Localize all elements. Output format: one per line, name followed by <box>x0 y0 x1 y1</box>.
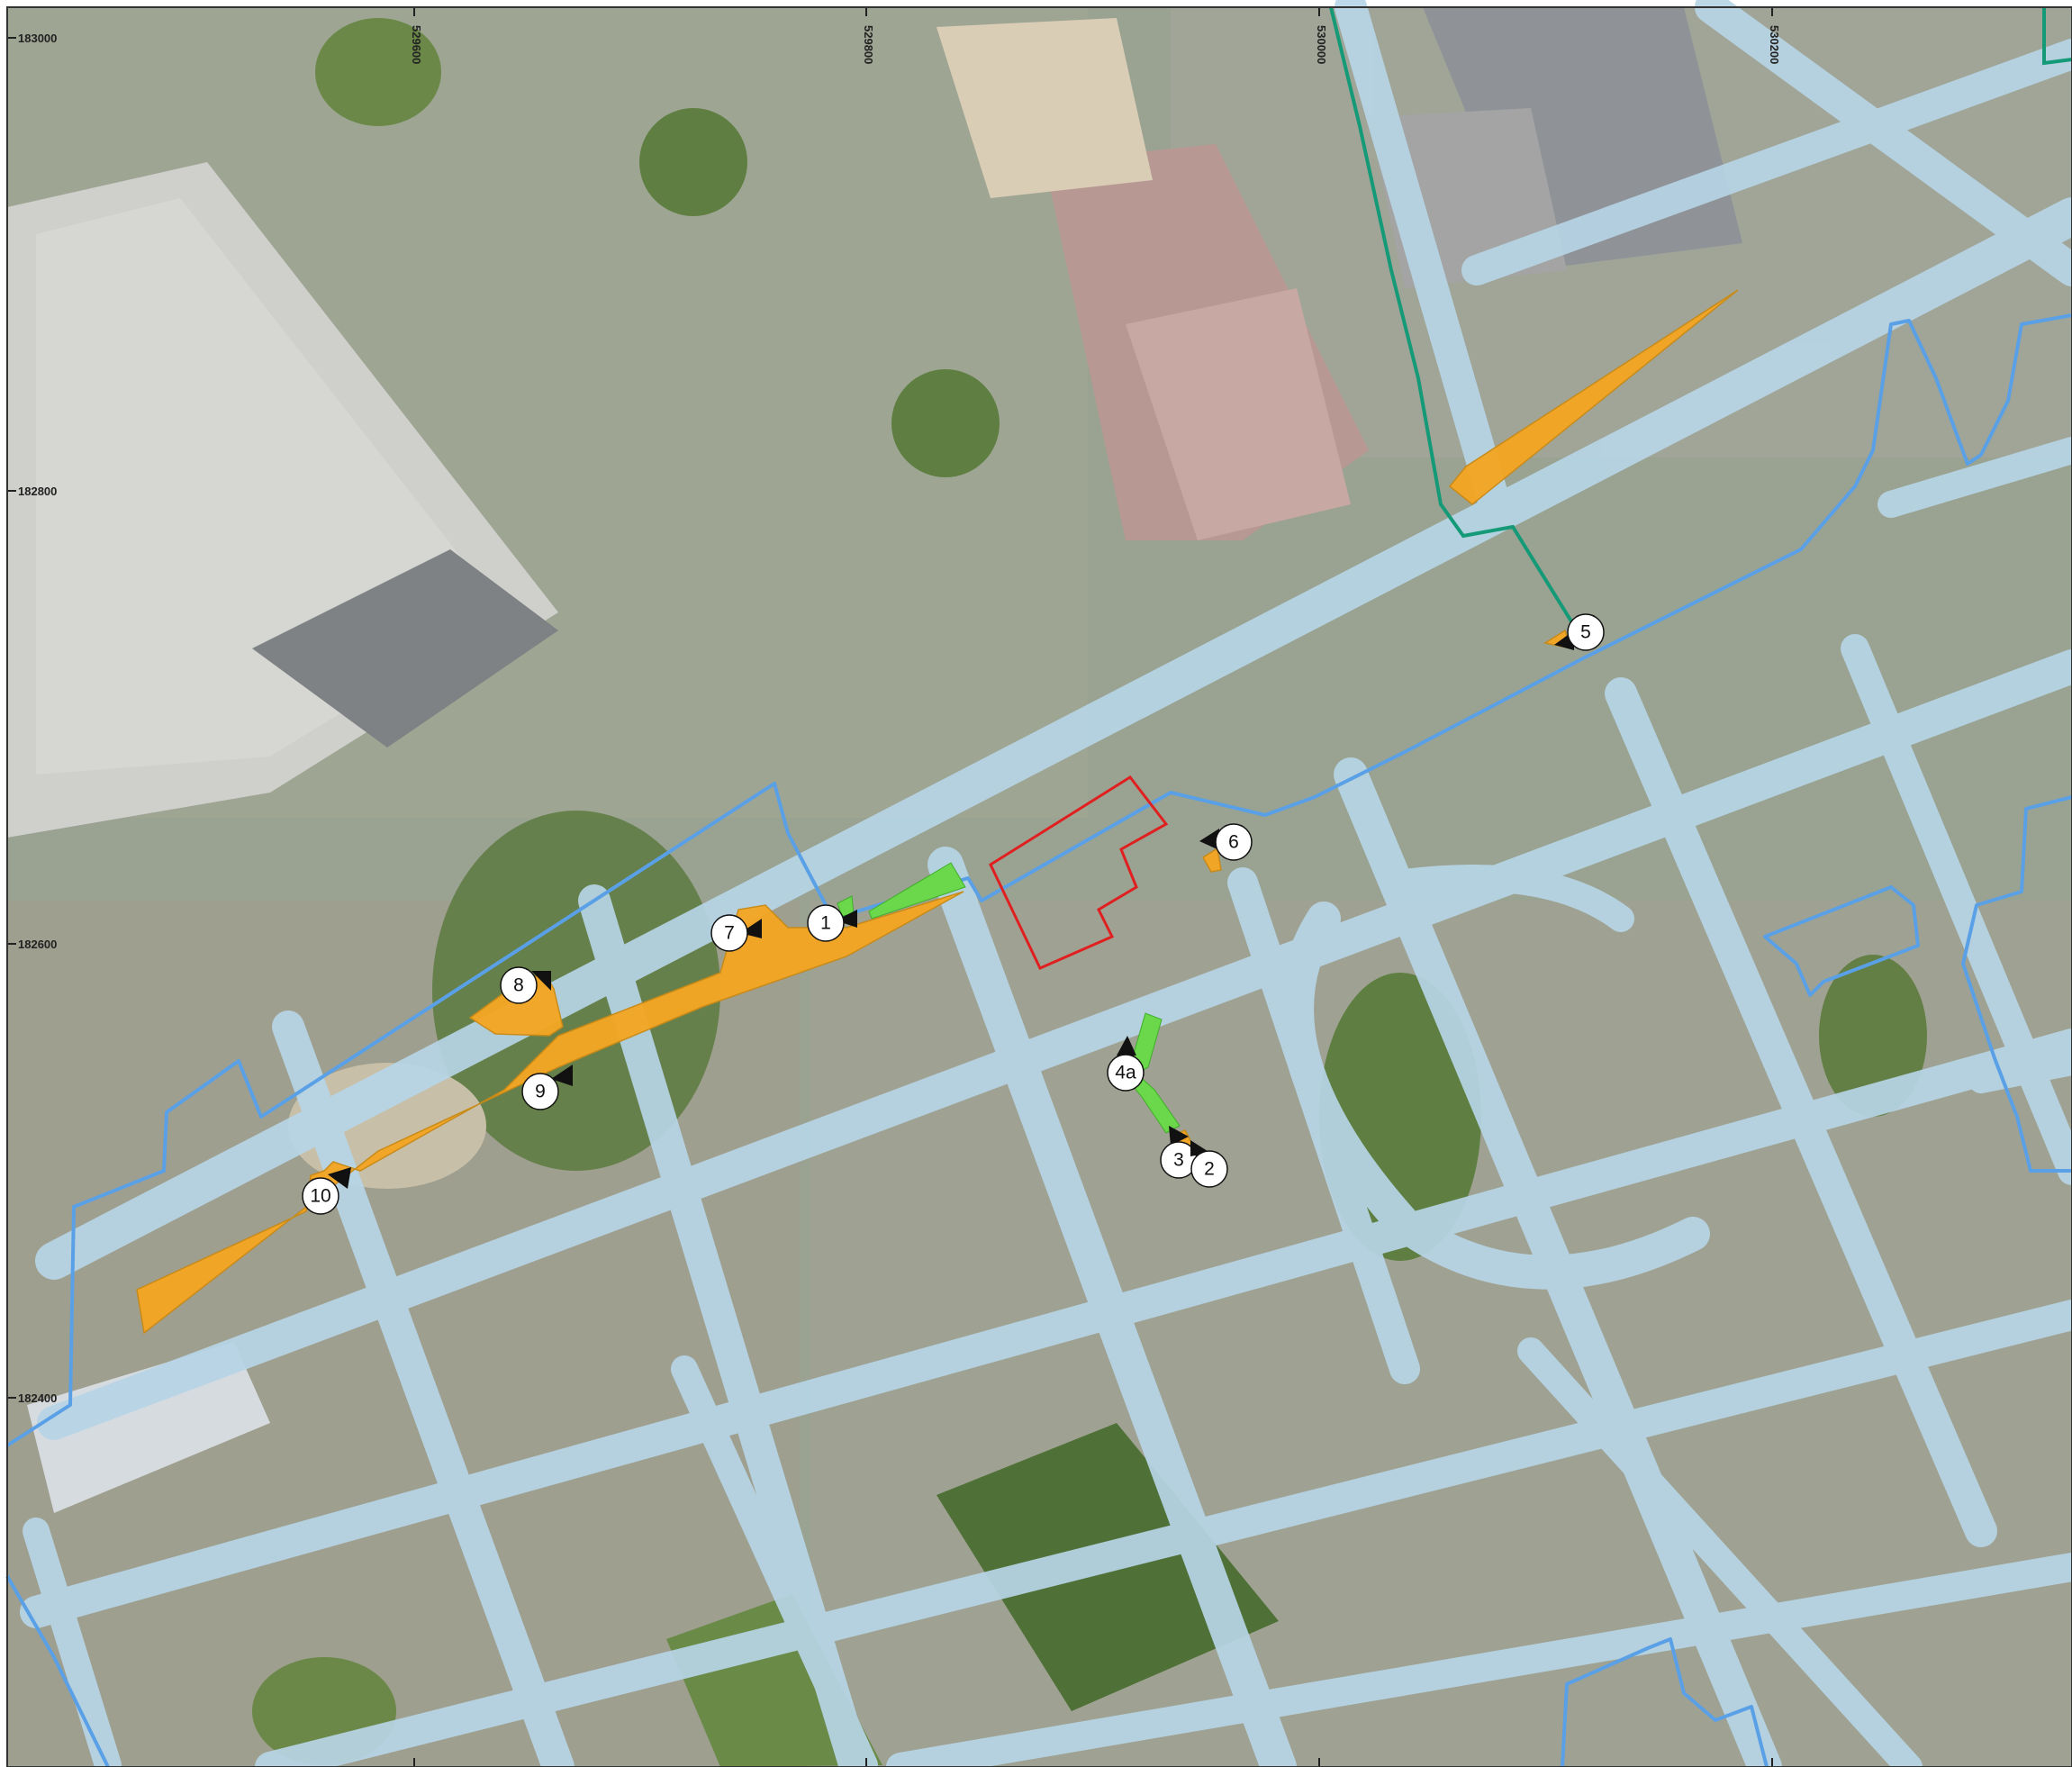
green-zones <box>837 862 1181 1134</box>
easting-label: 529600 <box>410 25 423 64</box>
viewpoint-2-label: 2 <box>1204 1159 1215 1180</box>
viewpoint-4a[interactable]: 4a <box>1107 1036 1145 1092</box>
aerial-imagery <box>7 7 2072 1767</box>
viewpoint-1[interactable]: 1 <box>807 904 857 942</box>
map-border <box>6 6 2072 1767</box>
grid-labels: 529600 529800 530000 530200 183000 18280… <box>18 25 1781 1405</box>
viewpoint-5-label: 5 <box>1580 622 1591 643</box>
viewpoint-10-label: 10 <box>310 1186 330 1207</box>
easting-label: 530200 <box>1768 25 1781 64</box>
northing-label: 182600 <box>18 938 57 951</box>
viewpoint-6[interactable]: 6 <box>1199 823 1253 861</box>
viewpoint-1-label: 1 <box>820 913 831 934</box>
viewpoint-5[interactable]: 5 <box>1554 613 1605 651</box>
viewpoint-7-label: 7 <box>724 923 735 944</box>
easting-label: 530000 <box>1315 25 1328 64</box>
orange-zones <box>136 289 1739 1335</box>
viewpoint-9-label: 9 <box>535 1082 546 1102</box>
site-boundary <box>989 775 1169 970</box>
easting-label: 529800 <box>862 25 875 64</box>
orange-zone-small-6 <box>1201 847 1222 873</box>
green-boundary-line <box>1329 6 1573 623</box>
viewpoint-8[interactable]: 8 <box>500 966 551 1004</box>
viewpoint-9[interactable]: 9 <box>521 1065 573 1110</box>
northing-label: 182800 <box>18 485 57 498</box>
viewpoint-2[interactable]: 2 <box>1190 1140 1228 1188</box>
viewpoint-10[interactable]: 10 <box>302 1167 351 1215</box>
viewpoint-markers[interactable]: 1 7 8 9 10 4a <box>302 613 1605 1215</box>
viewpoint-4a-label: 4a <box>1115 1063 1136 1083</box>
green-zone-street <box>1125 1012 1181 1134</box>
green-zone-triangle <box>868 862 966 920</box>
blue-boundary <box>5 313 2072 1767</box>
orange-zone-north <box>1448 289 1739 505</box>
green-boundary-line-east <box>2042 7 2072 66</box>
road-network <box>20 0 2072 1767</box>
northing-label: 182400 <box>18 1391 57 1405</box>
viewpoint-6-label: 6 <box>1228 832 1239 853</box>
northing-label: 183000 <box>18 32 57 45</box>
orange-zone-main-road <box>136 891 964 1335</box>
viewpoint-8-label: 8 <box>513 975 524 996</box>
grid-ticks <box>7 7 1773 1767</box>
viewpoint-3-label: 3 <box>1173 1150 1184 1171</box>
viewpoint-7[interactable]: 7 <box>710 914 762 952</box>
